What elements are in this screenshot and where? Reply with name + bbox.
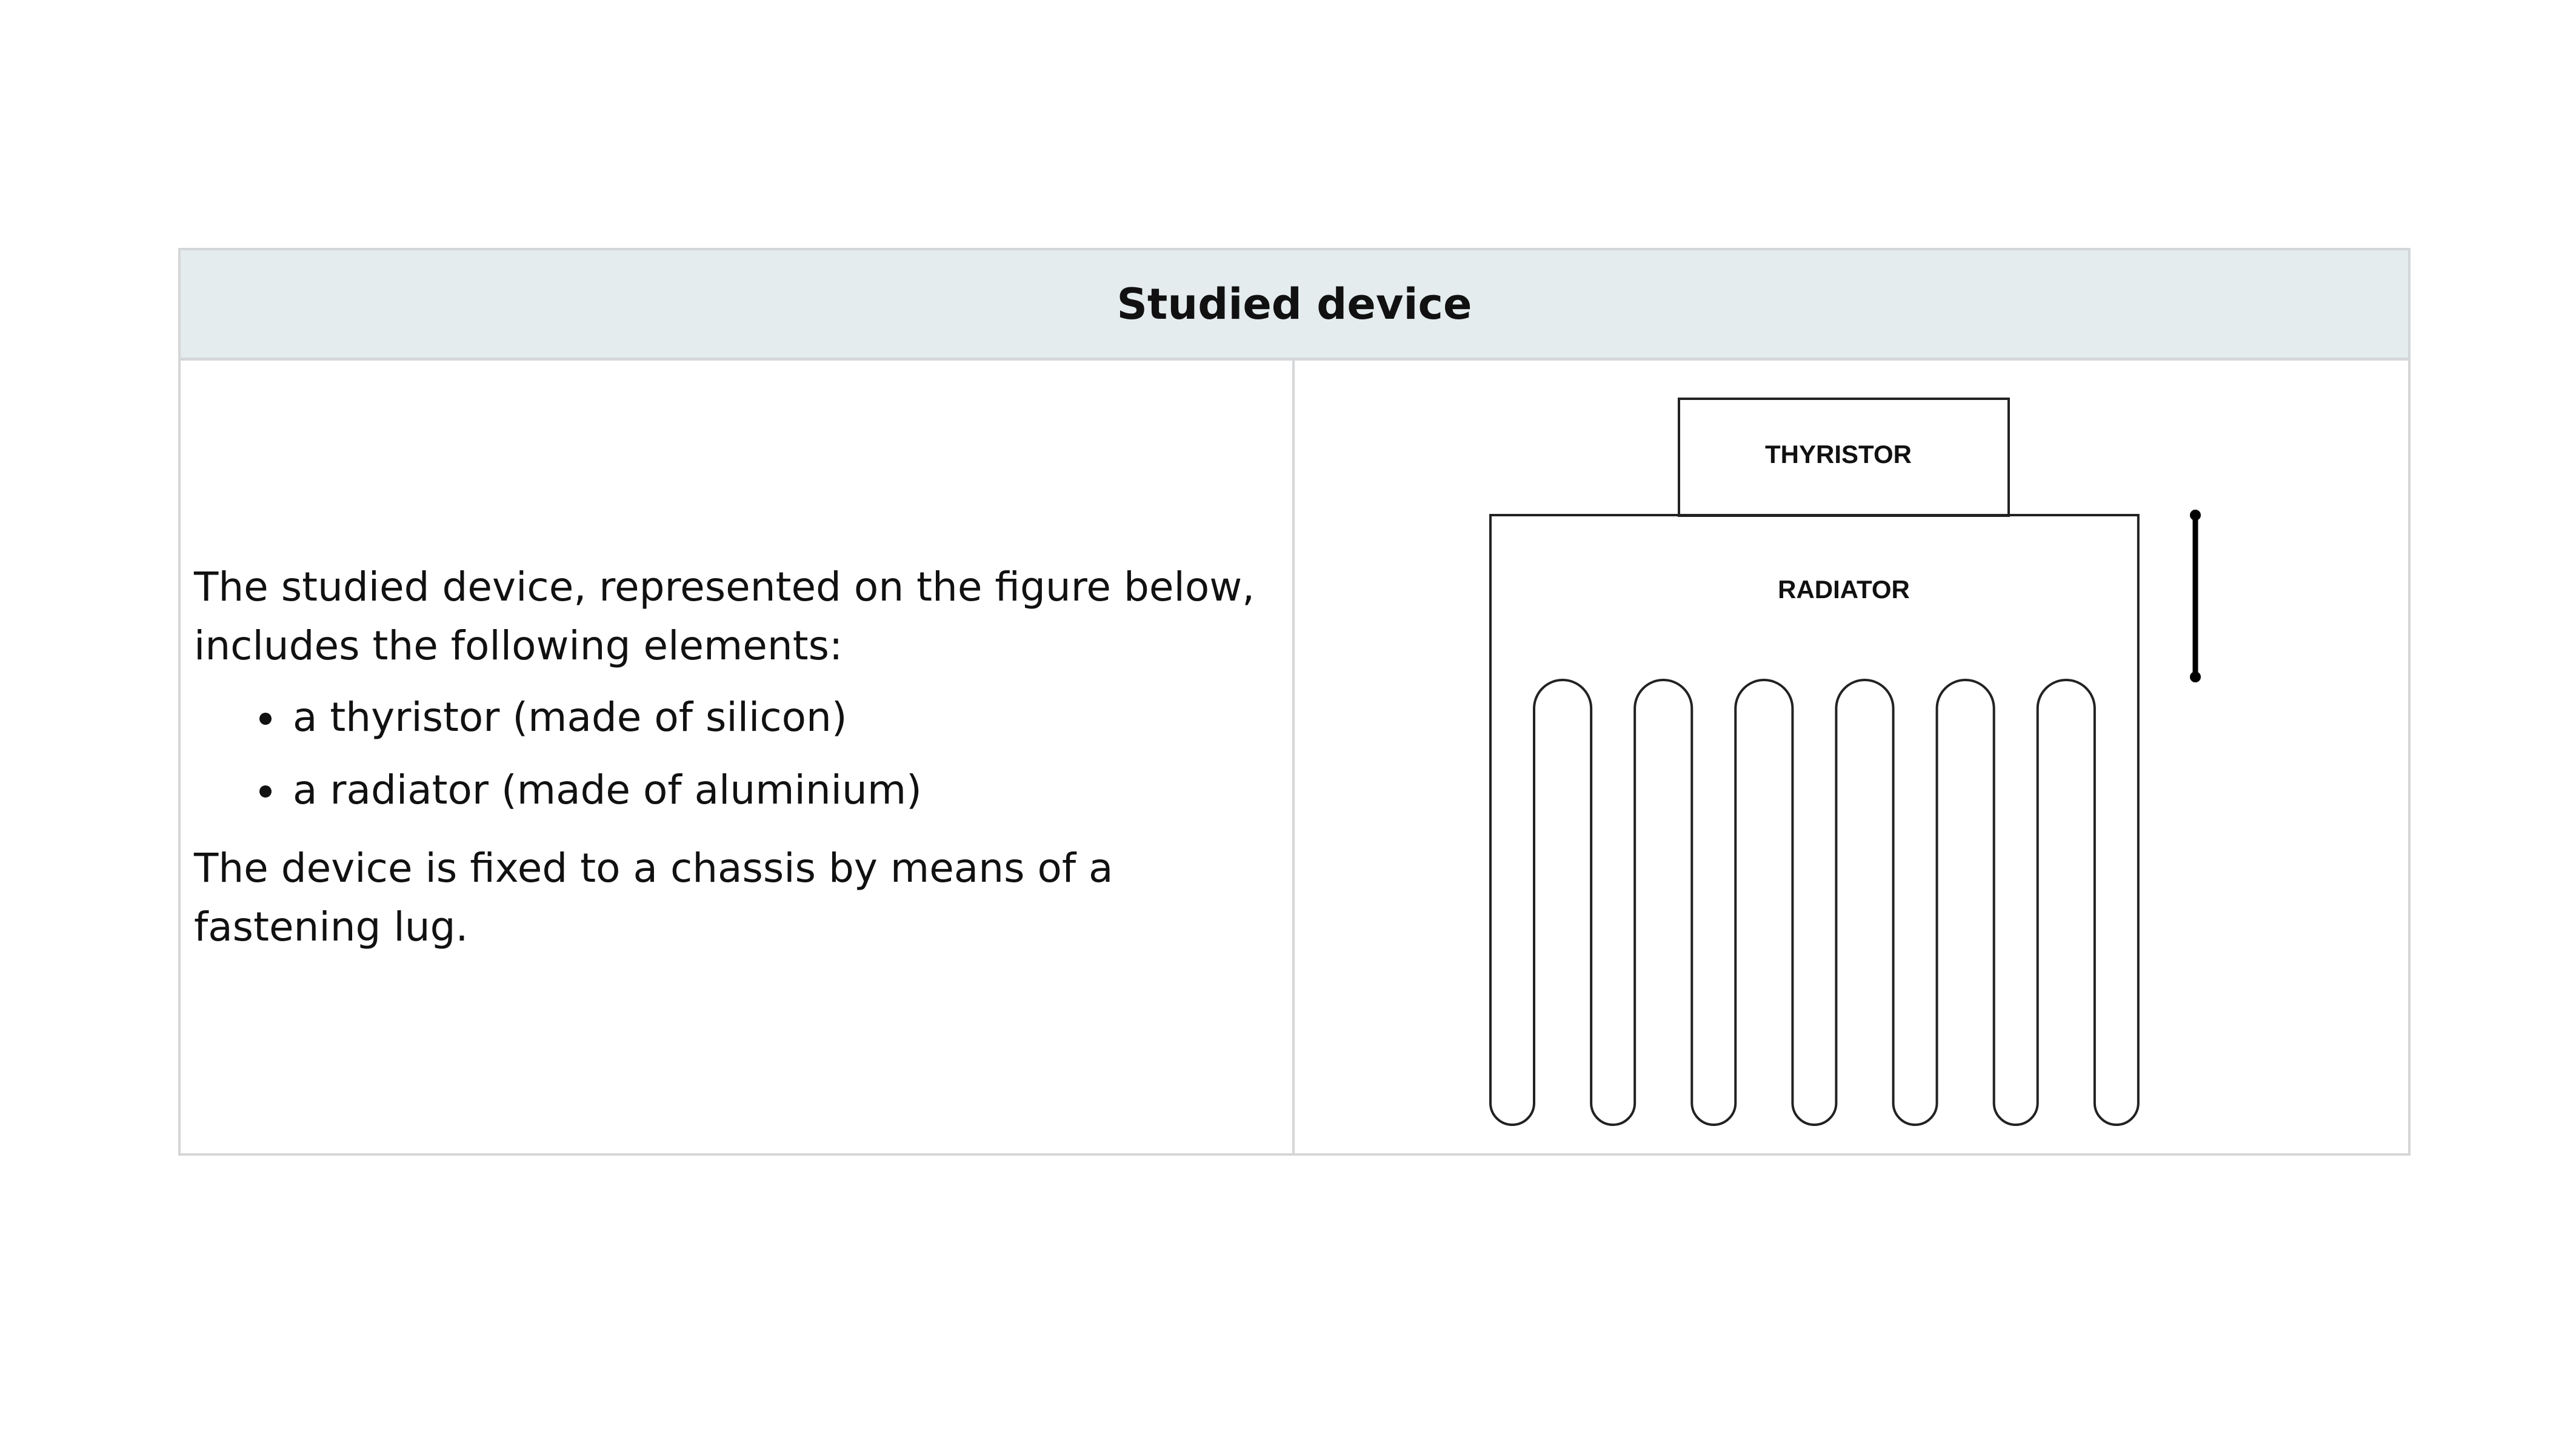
intro-text: The studied device, represented on the f… bbox=[194, 564, 1255, 669]
table-header: Studied device bbox=[181, 250, 2408, 361]
radiator-label: RADIATOR bbox=[1778, 575, 1910, 604]
studied-device-table: Studied device The studied device, repre… bbox=[178, 248, 2411, 1156]
description-cell: The studied device, represented on the f… bbox=[181, 361, 1295, 1153]
table-row: The studied device, represented on the f… bbox=[181, 361, 2408, 1153]
outro-text: The device is fixed to a chassis by mean… bbox=[194, 845, 1113, 950]
list-item: a thyristor (made of silicon) bbox=[288, 681, 1280, 754]
thyristor-label: THYRISTOR bbox=[1765, 440, 1912, 468]
lug-end-bottom bbox=[2190, 671, 2201, 682]
list-item: a radiator (made of aluminium) bbox=[288, 754, 1280, 827]
lug-end-top bbox=[2190, 510, 2201, 521]
radiator-outline bbox=[1489, 514, 2140, 1126]
table-title: Studied device bbox=[1116, 279, 1472, 329]
element-list: a thyristor (made of silicon) a radiator… bbox=[194, 681, 1280, 827]
